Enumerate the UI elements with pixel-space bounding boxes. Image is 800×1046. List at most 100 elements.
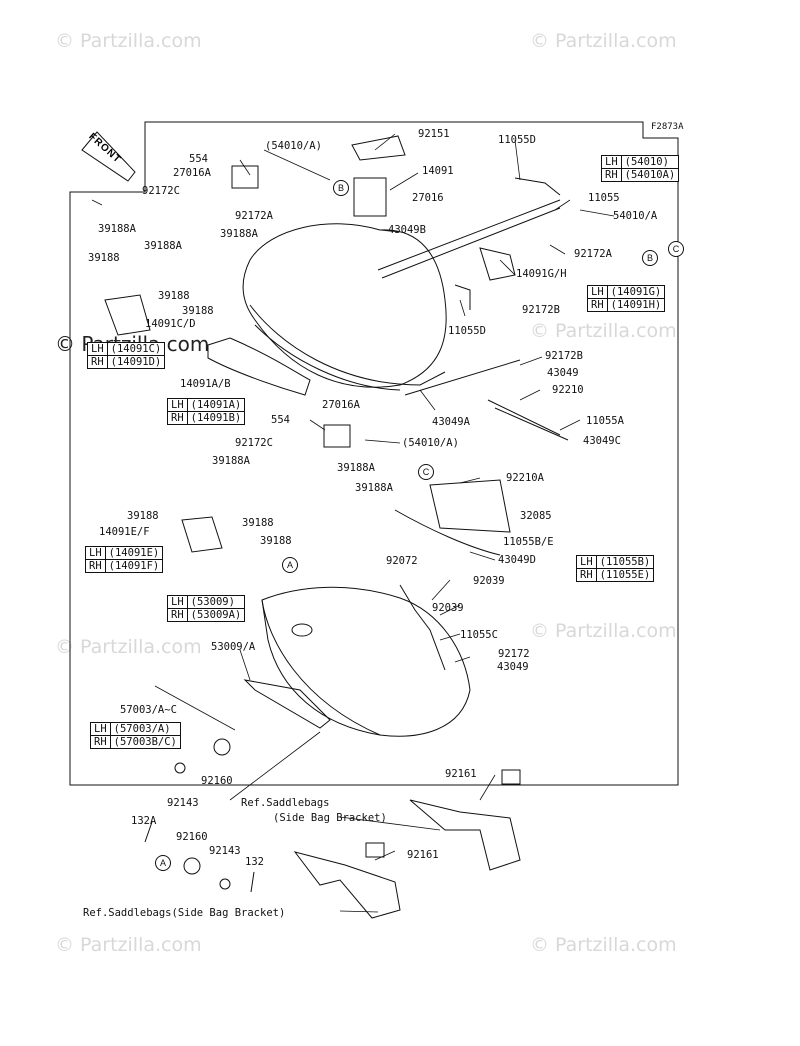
- lhrh-cell: RH: [167, 411, 188, 425]
- part-label: 92210A: [506, 472, 544, 484]
- lhrh-cell: (14091D): [106, 355, 166, 369]
- callout-a: A: [155, 855, 171, 871]
- lhrh-cell: (14091H): [606, 298, 666, 312]
- part-label: 27016A: [322, 399, 360, 411]
- part-label: 92143: [167, 797, 199, 809]
- bracket-14091gh: [479, 247, 516, 281]
- part-label: 14091C/D: [145, 318, 196, 330]
- lhrh-cell: RH: [576, 568, 597, 582]
- hinge-27016: [353, 177, 387, 217]
- washer-92143-b: [219, 878, 231, 890]
- part-label: 92143: [209, 845, 241, 857]
- part-label: (54010/A): [265, 140, 322, 152]
- plate-32085: [429, 479, 511, 533]
- part-label: 43049: [497, 661, 529, 673]
- part-label: 39188: [260, 535, 292, 547]
- part-label: 14091E/F: [99, 526, 150, 538]
- callout-c: C: [668, 241, 684, 257]
- watermark: © Partzilla.com: [530, 934, 677, 956]
- lhrh-table-14091ef: LH(14091E) RH(14091F): [85, 546, 164, 573]
- lhrh-cell: RH: [87, 355, 108, 369]
- lhrh-cell: (14091B): [186, 411, 246, 425]
- part-label: 57003/A~C: [120, 704, 177, 716]
- lhrh-cell: LH: [87, 342, 108, 356]
- callout-a: A: [282, 557, 298, 573]
- bracket-11055d: [454, 284, 471, 310]
- part-label: 39188: [127, 510, 159, 522]
- lhrh-cell: (11055B): [595, 555, 655, 569]
- grommet-92160-b: [183, 857, 201, 875]
- lhrh-cell: (14091G): [606, 285, 666, 299]
- lhrh-cell: (54010A): [620, 168, 680, 182]
- lhrh-cell: RH: [601, 168, 622, 182]
- part-label: 39188: [182, 305, 214, 317]
- part-label: 27016: [412, 192, 444, 204]
- part-label: 14091: [422, 165, 454, 177]
- part-label: 92039: [473, 575, 505, 587]
- part-label: 92210: [552, 384, 584, 396]
- part-label: (54010/A): [402, 437, 459, 449]
- lhrh-cell: (53009A): [186, 608, 246, 622]
- tray-53009: [243, 679, 331, 729]
- ref-label: Ref.Saddlebags: [241, 797, 330, 809]
- diagram-frame: [69, 121, 679, 786]
- part-label: 43049: [547, 367, 579, 379]
- lhrh-cell: LH: [90, 722, 111, 736]
- part-label: 39188: [88, 252, 120, 264]
- washer-92143: [174, 762, 186, 774]
- part-label: 53009/A: [211, 641, 256, 653]
- ref-label: (Side Bag Bracket): [273, 812, 387, 824]
- bolts-132: [144, 821, 255, 893]
- part-label: 132A: [131, 815, 157, 827]
- side-bag-bracket-upper: [409, 799, 521, 871]
- watermark: © Partzilla.com: [530, 30, 677, 52]
- lhrh-table-14091gh: LH(14091G) RH(14091H): [587, 285, 666, 312]
- lhrh-cell: LH: [576, 555, 597, 569]
- part-label: 92151: [418, 128, 450, 140]
- part-label: 92072: [386, 555, 418, 567]
- part-label: 92172C: [235, 437, 273, 449]
- rail-11055a: [404, 359, 569, 441]
- part-label: 11055C: [460, 629, 498, 641]
- part-label: 92172A: [235, 210, 273, 222]
- part-label: 92172B: [545, 350, 583, 362]
- lhrh-cell: (14091C): [106, 342, 166, 356]
- pad-14091ef: [181, 516, 223, 553]
- lhrh-cell: (54010): [620, 155, 680, 169]
- part-label: 39188: [158, 290, 190, 302]
- ref-label: Ref.Saddlebags(Side Bag Bracket): [83, 907, 286, 919]
- watermark: © Partzilla.com: [55, 934, 202, 956]
- lhrh-cell: RH: [167, 608, 188, 622]
- part-label: 39188A: [220, 228, 258, 240]
- part-label: 54010/A: [613, 210, 658, 222]
- watermark: © Partzilla.com: [530, 320, 677, 342]
- part-label: 554: [189, 153, 208, 165]
- part-label: 39188A: [212, 455, 250, 467]
- callout-b: B: [333, 180, 349, 196]
- part-label: 43049C: [583, 435, 621, 447]
- grommet-92160: [213, 738, 231, 756]
- part-label: 92161: [445, 768, 477, 780]
- callout-c: C: [418, 464, 434, 480]
- part-label: 14091G/H: [516, 268, 567, 280]
- watermark: © Partzilla.com: [55, 636, 202, 658]
- part-label: 11055D: [448, 325, 486, 337]
- lhrh-cell: RH: [90, 735, 111, 749]
- part-label: 92172A: [574, 248, 612, 260]
- plate-14091: [351, 135, 406, 161]
- lhrh-cell: (57003/A): [109, 722, 181, 736]
- top-case-rim: [254, 324, 401, 391]
- part-label: 92172B: [522, 304, 560, 316]
- top-case-shell: [242, 223, 447, 388]
- lhrh-cell: (14091F): [104, 559, 164, 573]
- part-label: 92160: [176, 831, 208, 843]
- side-bag-edge: [261, 599, 381, 736]
- part-label: 39188A: [355, 482, 393, 494]
- part-label: 92160: [201, 775, 233, 787]
- part-label: 92039: [432, 602, 464, 614]
- part-label: 92172C: [142, 185, 180, 197]
- bar-11055: [377, 199, 561, 279]
- damper-92161: [501, 769, 521, 785]
- bag-grommet: [291, 623, 313, 637]
- lhrh-table-57003: LH(57003/A) RH(57003B/C): [90, 722, 181, 749]
